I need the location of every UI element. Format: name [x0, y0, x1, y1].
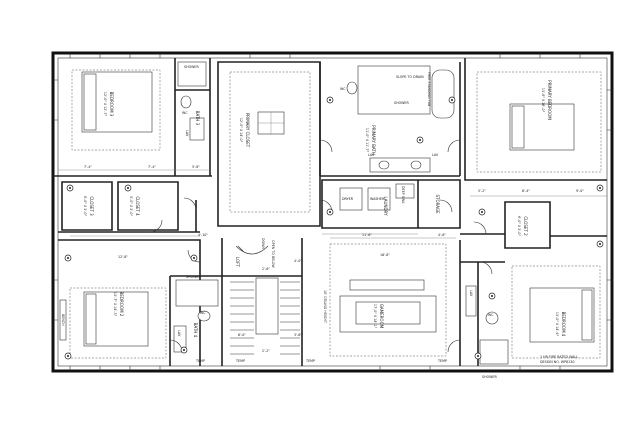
label-fire-note: 1 HR FIRE RATED WALL [540, 355, 578, 359]
label-ceiling-height: 10' CEILING HEIGHT [323, 290, 327, 324]
room-size-gameroom: 17'-0" X 14'-1" [373, 304, 377, 329]
label-washer: WASHER [370, 197, 385, 201]
label-shower-bath4: SHOWER [186, 275, 202, 279]
room-size-primary-bedroom: 13'-6" X 16'-0" [541, 88, 545, 113]
room-name-primary-bath: PRIMARY BATH [371, 125, 376, 154]
label-lav-bath2: LAV [469, 290, 473, 297]
label-temp-2: TEMP [235, 359, 245, 363]
room-size-bedroom4: 13'-0" X 14'-6" [555, 312, 559, 337]
label-lav-bath4: LAV [177, 330, 181, 337]
room-size-bedroom3: 12'-0" X 12'-7" [103, 92, 107, 117]
room-name-closet4: CLOSET 4 [135, 196, 140, 216]
room-name-bath3: BATH 3 [195, 111, 200, 126]
room-name-laundry: LAUNDRY [383, 196, 388, 216]
dim-11-6: 11'-6" [362, 233, 372, 237]
dim-7-4-b: 7'-4" [148, 165, 156, 169]
room-size-primary-bath: 11'-0" X 11'-7" [365, 128, 369, 153]
label-shower-bath3: SHOWER [184, 65, 200, 69]
label-bench: BENCH [61, 314, 65, 326]
label-temp-3: TEMP [305, 359, 315, 363]
room-size-closet3: 6'-0" X 3'-0" [83, 196, 87, 216]
room-name-bath4: BATH 4 [193, 323, 198, 338]
room-size-primary-closet: 12'-0" X 14'-0" [239, 118, 243, 143]
label-shower-primary: SHOWER [394, 101, 410, 105]
dim-2-2: 2'-2" [262, 349, 270, 353]
label-design-no: DESIGN NO. WP8130 [540, 360, 574, 364]
dim-9-0: 9'-0" [576, 189, 584, 193]
label-temp-1: TEMP [195, 359, 205, 363]
dim-2-6: 2'-6" [262, 267, 270, 271]
dim-4-6: 4'-6" [438, 233, 446, 237]
label-wc-bath4: WC [200, 311, 206, 315]
label-open-to-below: OPEN TO BELOW [271, 240, 275, 268]
dim-5-2: 5'-2" [478, 189, 486, 193]
label-wc-bath2: WC [488, 313, 494, 317]
room-name-bedroom3: BEDROOM 3 [109, 92, 114, 117]
dashed-zones [69, 69, 602, 359]
room-size-bedroom2: 13'-7" X 14'-3" [113, 292, 117, 317]
room-name-gameroom: GAMEROOM [379, 304, 384, 329]
dim-7-4-a: 7'-4" [84, 165, 92, 169]
label-lav-primary-2: LAV [432, 153, 439, 157]
label-wc-bath3: WC [182, 111, 188, 115]
bath-fixtures [173, 61, 509, 365]
dim-5-8: 5'-8" [192, 165, 200, 169]
label-wc-primary: WC [340, 87, 346, 91]
dim-12-8: 12'-8" [118, 255, 128, 259]
label-down: DOWN [261, 238, 265, 249]
room-labels: BEDROOM 3 12'-0" X 12'-7" PRIMARY CLOSET… [83, 80, 566, 338]
room-name-bedroom2: BEDROOM 2 [119, 292, 124, 317]
label-deep-sink: DEEP SINK [401, 186, 405, 204]
room-name-storage: STORAGE [435, 194, 440, 214]
dim-6-0: 6'-0" [238, 333, 246, 337]
room-name-primary-bedroom: PRIMARY BEDROOM [547, 80, 552, 120]
note-labels: SHOWER WC LAV SLOPE TO DRAIN SHOWER FREE… [61, 65, 578, 379]
dim-16-8: 16'-8" [380, 253, 390, 257]
label-lav-bath3: LAV [185, 130, 189, 137]
label-temp-4: TEMP [437, 359, 447, 363]
room-name-primary-closet: PRIMARY CLOSET [245, 113, 250, 148]
room-name-closet3: CLOSET 3 [89, 196, 94, 216]
dim-4-0: 4'-0" [294, 259, 302, 263]
dim-6-4: 6'-4" [522, 189, 530, 193]
room-name-closet2: CLOSET 2 [523, 216, 528, 236]
dim-3-6: 3'-6" [294, 333, 302, 337]
interior-walls [53, 58, 607, 366]
room-size-closet4: 5'-0" X 3'-0" [129, 196, 133, 216]
room-size-closet2: 6'-0" X 3'-0" [517, 216, 521, 236]
room-name-bedroom4: BEDROOM 4 [561, 312, 566, 337]
room-name-loft: LOFT [235, 257, 240, 267]
label-free-standing-tub: FREE STANDING TUB [427, 72, 431, 107]
dimensions: 7'-4" 7'-4" 5'-8" 4'-10" 12'-8" 11'-6" 1… [58, 165, 607, 353]
exterior-walls [51, 51, 614, 373]
furniture [59, 71, 595, 347]
staircase [230, 245, 300, 355]
label-lav-primary-1: LAV [368, 153, 375, 157]
fixture-markers [64, 96, 604, 360]
label-slope-to-drain: SLOPE TO DRAIN [396, 75, 424, 79]
dim-4-10: 4'-10" [198, 233, 208, 237]
label-shower-bath2: SHOWER [482, 375, 498, 379]
label-dryer: DRYER [342, 197, 354, 201]
